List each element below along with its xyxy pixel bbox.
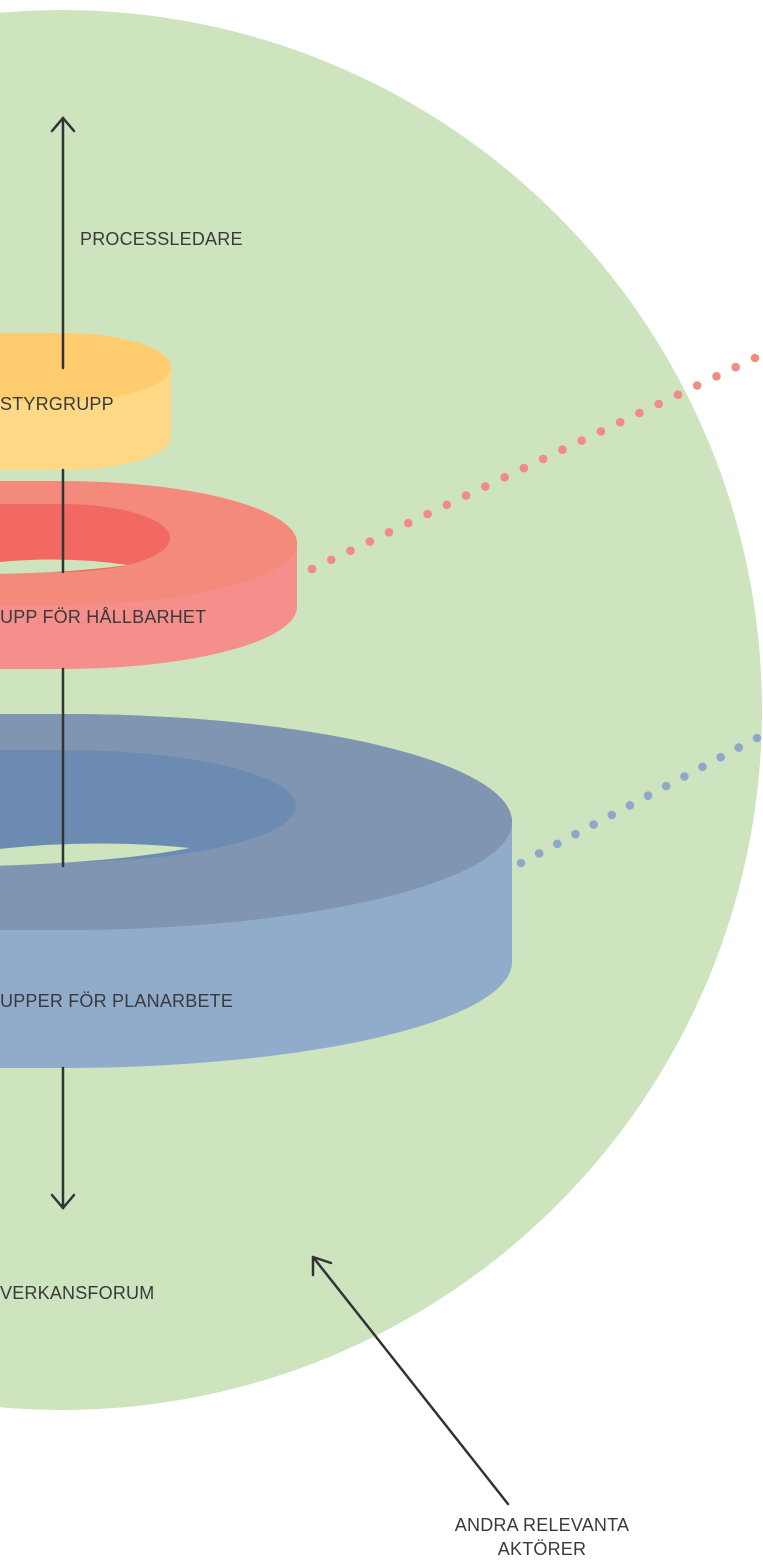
red-connector-dot	[404, 518, 413, 528]
hallbarhet-ring-inner-hole	[0, 504, 170, 572]
red-connector-dot	[750, 353, 760, 363]
red-connector-dot	[596, 427, 606, 436]
blue-connector-dot	[752, 733, 762, 743]
hallbarhet-ring	[0, 481, 297, 669]
blue-dotted-connector	[516, 733, 762, 868]
planarbete-ring-inner-hole	[0, 750, 296, 862]
blue-connector-dot	[571, 829, 580, 839]
red-connector-dot	[365, 537, 375, 546]
red-connector-dot	[481, 482, 490, 491]
red-connector-dot	[692, 381, 702, 390]
label-planarbete: UPPER FÖR PLANARBETE	[0, 991, 233, 1011]
blue-connector-dot	[716, 752, 725, 762]
blue-connector-dot	[516, 858, 526, 868]
label-styrgrupp: STYRGRUPP	[0, 394, 114, 414]
label-aktorer: AKTÖRER	[498, 1539, 586, 1559]
blue-connector-dot	[553, 839, 562, 849]
red-connector-dot	[384, 528, 394, 537]
red-connector-dot	[731, 362, 740, 372]
blue-connector-dot	[698, 762, 707, 772]
blue-connector-dot	[607, 810, 617, 820]
red-connector-dot	[577, 436, 586, 445]
blue-connector-dot	[534, 849, 544, 858]
red-connector-dot	[461, 491, 471, 500]
red-connector-dot	[327, 555, 336, 565]
red-connector-dot	[615, 417, 625, 427]
red-connector-dot	[346, 546, 355, 555]
planarbete-ring	[0, 714, 512, 1068]
diagonal-arrow-line	[311, 1255, 510, 1506]
blue-connector-dot	[734, 743, 744, 752]
label-andra-relevanta: ANDRA RELEVANTA	[455, 1515, 629, 1535]
sphere-background	[0, 10, 762, 1410]
label-samverkansforum: VERKANSFORUM	[0, 1283, 154, 1303]
blue-connector-dot	[680, 772, 689, 781]
red-connector-dot	[712, 372, 721, 381]
red-connector-dot	[442, 500, 452, 510]
label-hallbarhet: UPP FÖR HÅLLBARHET	[0, 607, 206, 627]
down-arrow-head-icon	[50, 1193, 76, 1210]
blue-connector-dot	[625, 801, 635, 810]
label-processledare: PROCESSLEDARE	[80, 229, 243, 249]
blue-connector-dot	[661, 781, 671, 791]
red-dotted-connector	[307, 353, 760, 574]
diagonal-arrow	[311, 1255, 510, 1506]
vertical-axis	[50, 116, 76, 1210]
styrgrupp-cylinder-top	[0, 333, 171, 401]
red-connector-dot	[635, 408, 644, 418]
blue-connector-dot	[643, 791, 653, 800]
diagonal-arrow-head-icon	[311, 1255, 333, 1277]
blue-connector-dot	[589, 820, 598, 829]
red-connector-dot	[673, 390, 683, 400]
red-connector-dot	[654, 399, 663, 409]
red-connector-dot	[307, 564, 317, 574]
red-connector-dot	[558, 445, 567, 455]
up-arrow-head-icon	[50, 116, 76, 133]
red-connector-dot	[519, 463, 529, 473]
styrgrupp-cylinder	[0, 333, 171, 470]
planarbete-ring-inner-shadow	[0, 843, 190, 866]
red-connector-dot	[500, 473, 509, 482]
red-connector-dot	[538, 454, 548, 464]
red-connector-dot	[423, 509, 432, 519]
